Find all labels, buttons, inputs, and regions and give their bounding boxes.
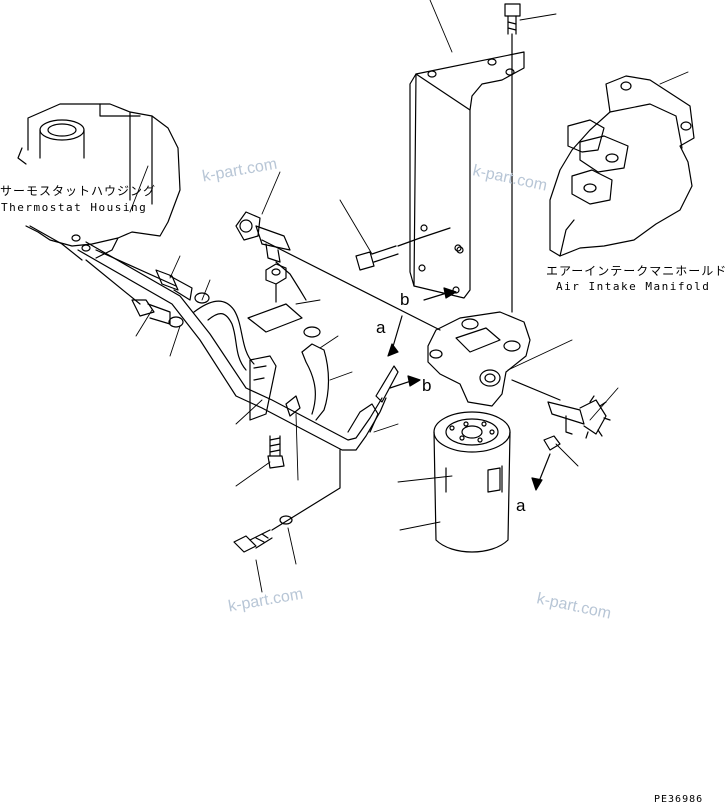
- bracket-bolt: [504, 3, 521, 35]
- arrowhead-a-top: [387, 343, 399, 357]
- filter-head: [427, 311, 531, 407]
- drain-axis-line: [271, 449, 341, 531]
- hose-left: [193, 300, 255, 371]
- thermostat-housing-label-jp: サーモスタットハウジング: [0, 184, 157, 198]
- intake-manifold-label-en: Air Intake Manifold: [556, 280, 711, 293]
- head-axis-line: [511, 379, 561, 401]
- intake-manifold-label-jp: エアーインテークマニホールド: [546, 264, 728, 278]
- ref-label-b-top: b: [400, 290, 410, 309]
- drain-washer: [279, 515, 293, 525]
- arrowhead-a-bottom: [531, 477, 543, 491]
- oil-filter-cartridge: [433, 411, 511, 553]
- union-fitting-lower: [131, 299, 171, 325]
- thermostat-axis-line-2: [85, 259, 141, 305]
- arrow-a-top: [391, 315, 403, 351]
- ref-label-a-top: a: [376, 318, 386, 337]
- hex-nut: [265, 263, 287, 285]
- clamp-bolt: [267, 435, 285, 469]
- hose-right: [301, 343, 330, 421]
- clamp-ring-1: [194, 292, 210, 304]
- adapter-tube: [375, 365, 399, 403]
- arrowhead-b-bottom: [407, 375, 421, 387]
- arrowhead-b-top: [443, 287, 457, 299]
- bracket-side-bolt: [355, 237, 421, 271]
- mounting-plate: [247, 303, 303, 333]
- clamp-ring-3: [303, 326, 321, 338]
- air-intake-manifold: [549, 75, 695, 257]
- thermostat-housing: [17, 103, 181, 261]
- pressure-sensor: [547, 395, 611, 439]
- thermostat-housing-label-en: Thermostat Housing: [1, 201, 148, 214]
- banjo-fitting: [235, 211, 307, 301]
- drain-bolt: [233, 529, 273, 553]
- fitting-axis-line: [261, 239, 441, 331]
- figure-code: PE36986: [654, 794, 704, 805]
- clamp-ring-2: [168, 316, 184, 328]
- pipe-clamp-bracket: [249, 355, 301, 421]
- thermostat-axis-line: [95, 249, 177, 287]
- ref-label-a-bottom: a: [516, 496, 526, 515]
- bolt-axis-line-2: [419, 227, 451, 239]
- sensor-nut: [543, 435, 561, 451]
- ref-label-b-bottom: b: [422, 376, 432, 395]
- oil-pipe: [77, 241, 387, 451]
- leader-lines: [129, 0, 689, 593]
